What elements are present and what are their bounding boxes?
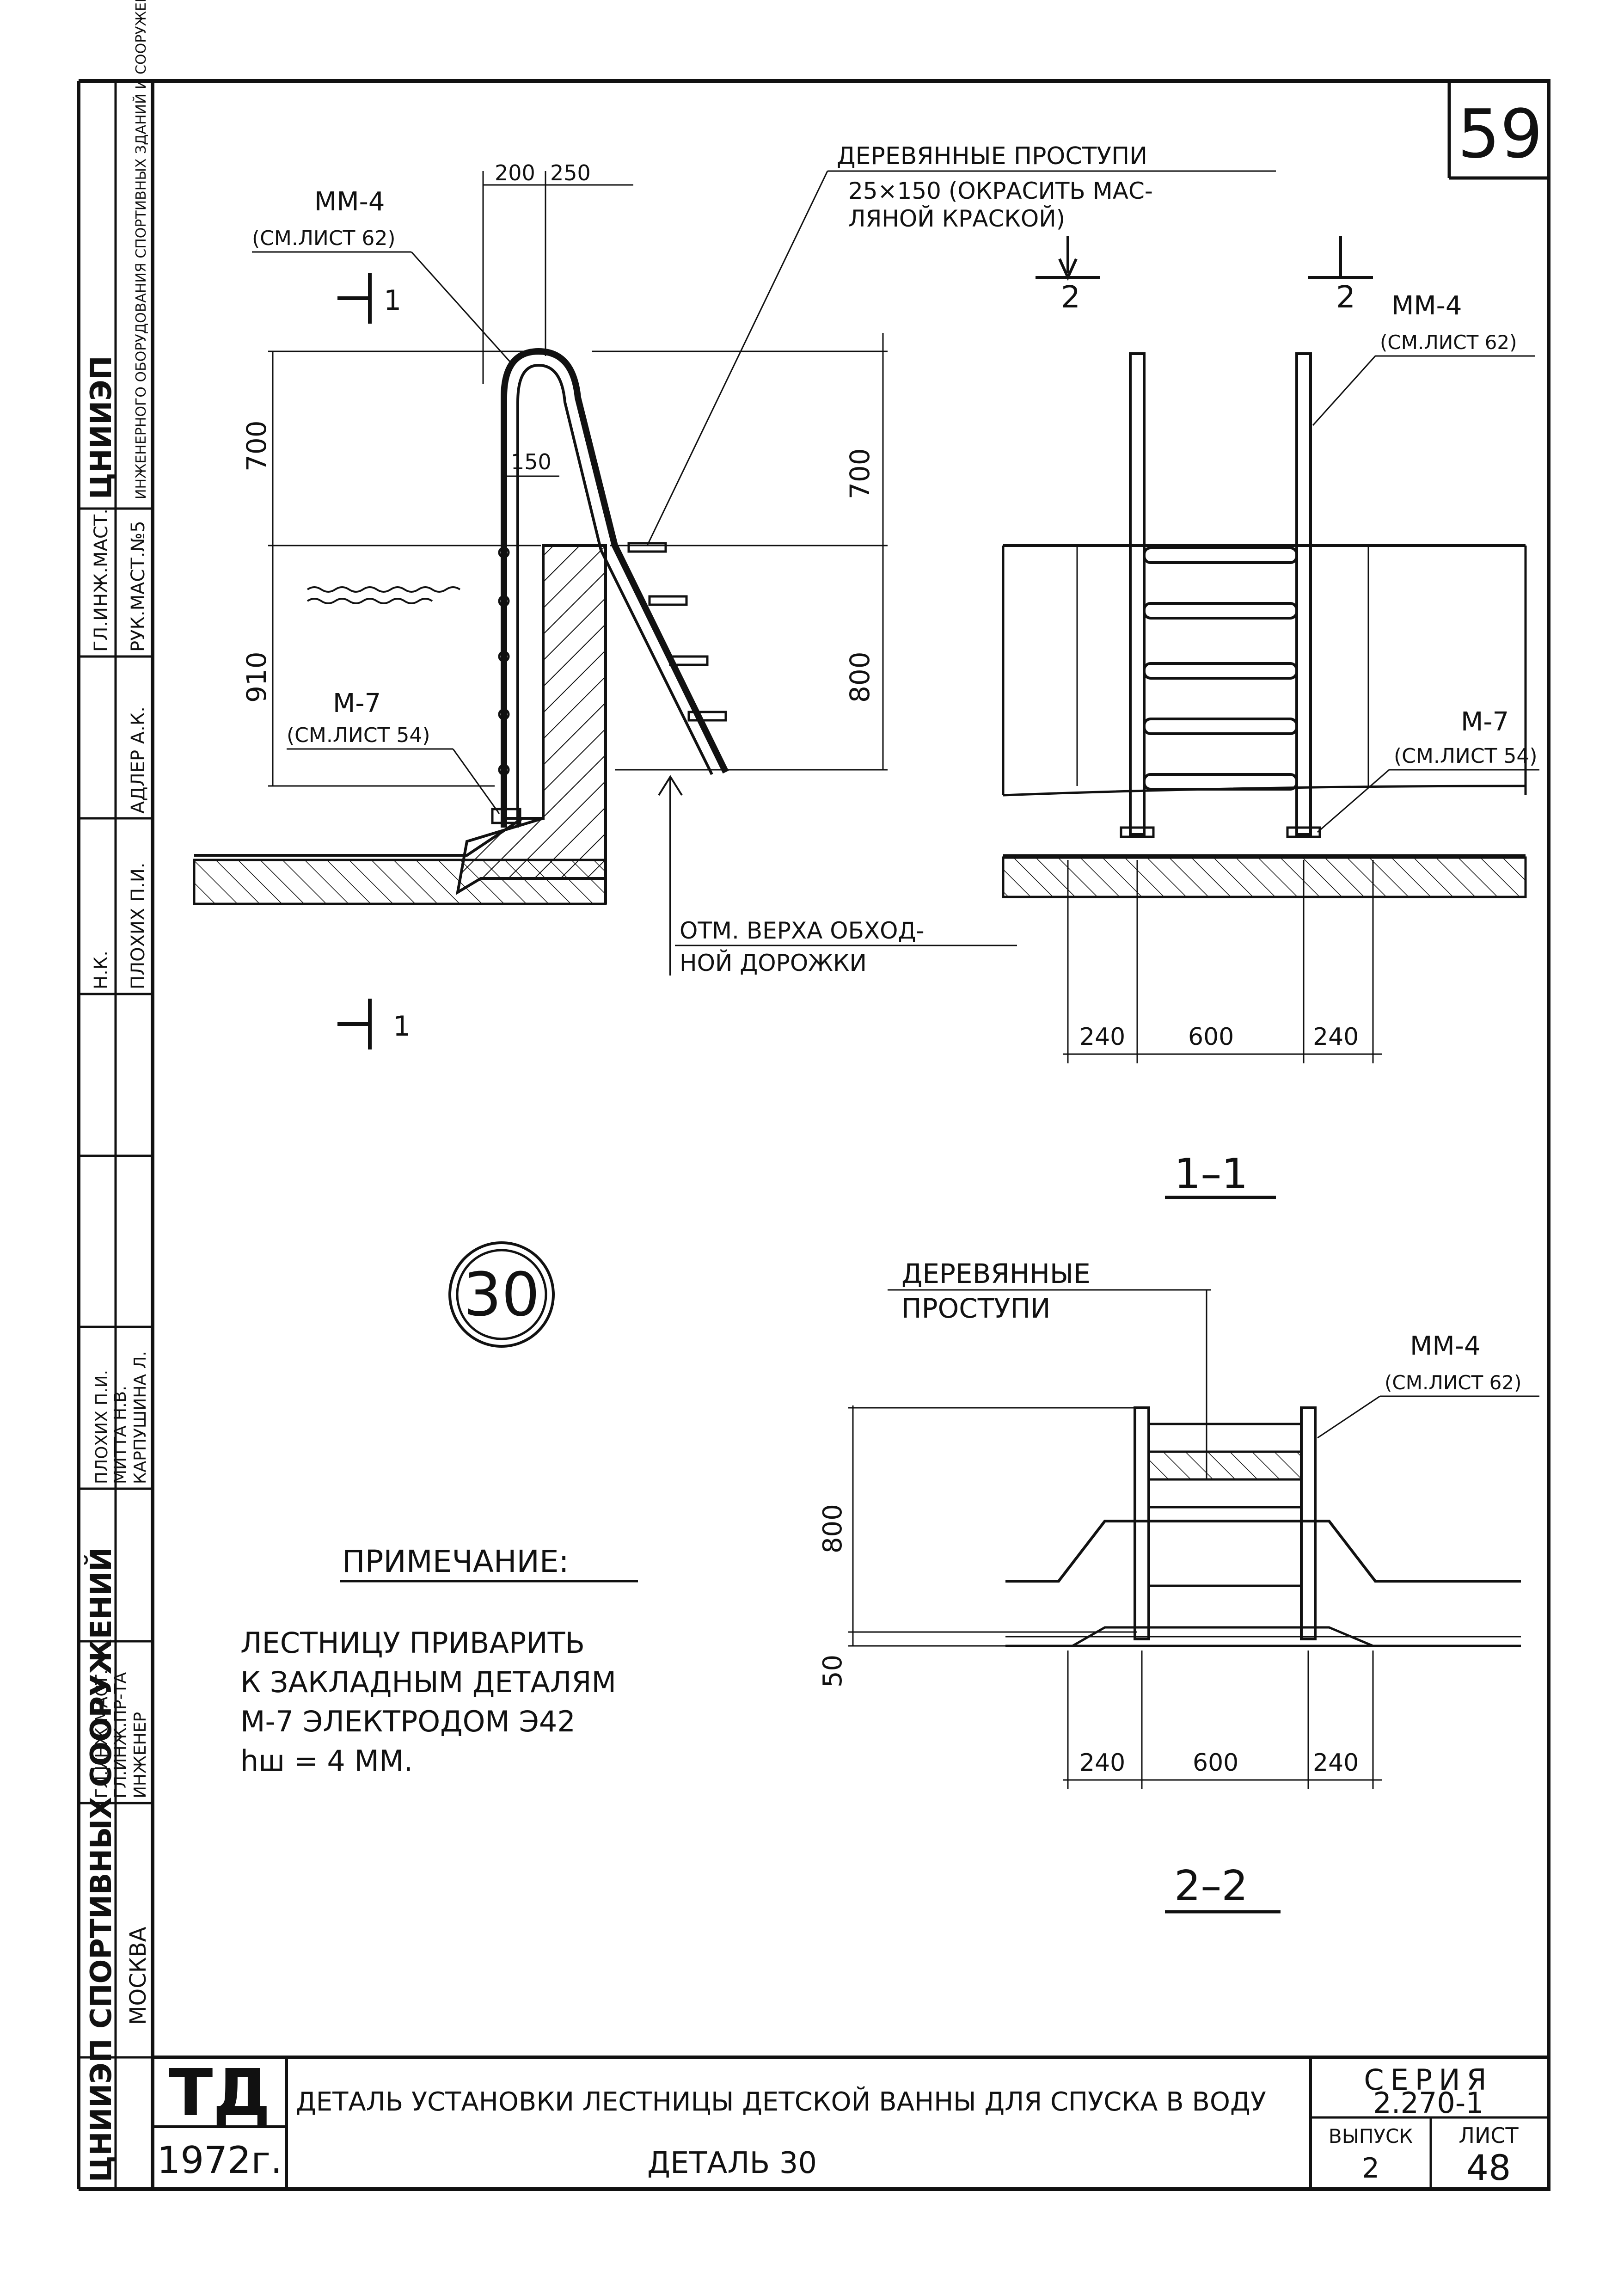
treads-label-line1: ДЕРЕВЯННЫЕ ПРОСТУПИ [837, 142, 1147, 170]
page-number-box: 59 [1447, 81, 1549, 180]
dim-right-700: 700 [844, 448, 876, 499]
side-org-text: ИНЖЕНЕРНОГО ОБОРУДОВАНИЯ СПОРТИВНЫХ ЗДАН… [133, 0, 149, 499]
callout-mm4-1-1-ref: (СМ.ЛИСТ 62) [1380, 331, 1517, 354]
side-row-4-role: ГЛ.ИНЖ.МАСТ. [92, 1669, 111, 1798]
note-line-2: К ЗАКЛАДНЫМ ДЕТАЛЯМ [240, 1665, 616, 1699]
dim-2-2-600: 600 [1193, 1749, 1238, 1777]
dim-1-1-left-240: 240 [1079, 1023, 1125, 1051]
caption-2-2: 2–2 [1174, 1862, 1248, 1910]
issue-number: 2 [1362, 2152, 1379, 2185]
callout-mm4-main-ref: (СМ.ЛИСТ 62) [252, 227, 396, 250]
callout-mm4-2-2-ref: (СМ.ЛИСТ 62) [1385, 1371, 1521, 1394]
sheet-frame [77, 79, 1550, 2191]
stamp-abbr: ТД [169, 2056, 270, 2131]
sheet-subtitle: ДЕТАЛЬ 30 [647, 2146, 817, 2180]
cut-marker-2-right: 2 [1336, 279, 1355, 315]
note-block: ПРИМЕЧАНИЕ: ЛЕСТНИЦУ ПРИВАРИТЬ К ЗАКЛАДН… [240, 1544, 638, 1778]
callout-m7-1-1-ref: (СМ.ЛИСТ 54) [1394, 744, 1538, 768]
dim-2-2-right-240: 240 [1313, 1749, 1359, 1777]
dim-1-1-right-240: 240 [1313, 1023, 1359, 1051]
side-city: МОСКВА [125, 1927, 151, 2025]
series-number: 2.270-1 [1373, 2086, 1483, 2120]
note-heading: ПРИМЕЧАНИЕ: [342, 1544, 569, 1579]
treads-label-line3: ЛЯНОЙ КРАСКОЙ) [848, 205, 1065, 232]
section-main: 200 250 700 910 700 800 150 [193, 142, 1276, 1049]
page-number: 59 [1458, 95, 1543, 173]
note-line-3: М-7 ЭЛЕКТРОДОМ Э42 [240, 1705, 576, 1738]
side-stamp: ЦНИИЭП ИНЖЕНЕРНОГО ОБОРУДОВАНИЯ СПОРТИВН… [79, 0, 153, 2189]
callout-m7-main-ref: (СМ.ЛИСТ 54) [287, 724, 430, 747]
note-line-1: ЛЕСТНИЦУ ПРИВАРИТЬ [240, 1626, 585, 1660]
section-1-1: 2 2 240 600 240 ММ-4 ( [1002, 236, 1539, 1199]
treads-2-2-line2: ПРОСТУПИ [901, 1293, 1051, 1324]
side-row-5-name: МИТТА Н.В. [111, 1386, 130, 1484]
note-line-4: hш = 4 ММ. [240, 1744, 413, 1778]
side-row-6-name: КАРПУШИНА Л. [131, 1351, 150, 1484]
dim-left-700: 700 [241, 420, 272, 472]
issue-label: ВЫПУСК [1329, 2125, 1413, 2148]
side-row-2-name: ПЛОХИХ П.И. [128, 862, 149, 989]
side-row-1-role: ГЛ.ИНЖ.МАСТ. [91, 509, 112, 652]
side-org-bottom: ЦНИИЭП СПОРТИВНЫХ СООРУЖЕНИЙ [84, 1547, 118, 2182]
sheet-title: ДЕТАЛЬ УСТАНОВКИ ЛЕСТНИЦЫ ДЕТСКОЙ ВАННЫ … [296, 2086, 1266, 2117]
side-org-top: ЦНИИЭП [84, 356, 118, 499]
side-row-3-role: АДЛЕР А.К. [128, 706, 149, 814]
dim-right-800: 800 [844, 651, 876, 703]
section-2-2: ДЕРЕВЯННЫЕ ПРОСТУПИ 800 50 240 600 240 [818, 1258, 1539, 1914]
side-row-2-role: Н.К. [91, 951, 112, 989]
cut-marker-top: 1 [384, 284, 401, 317]
stamp-year: 1972г. [157, 2139, 282, 2182]
sheet-number-label: ЛИСТ [1459, 2123, 1519, 2148]
caption-1-1: 1–1 [1174, 1150, 1248, 1198]
walkway-label-line1: ОТМ. ВЕРХА ОБХОД- [680, 917, 925, 944]
callout-m7-main: М-7 [333, 688, 381, 718]
side-row-4-name: ПЛОХИХ П.И. [92, 1370, 111, 1484]
side-row-1-name: РУК.МАСТ.№5 [128, 521, 149, 652]
side-row-6-role: ИНЖЕНЕР [131, 1712, 150, 1798]
dim-2-2-left-240: 240 [1079, 1749, 1125, 1777]
dim-top-250: 250 [550, 160, 591, 185]
cut-marker-2-left: 2 [1061, 279, 1080, 315]
treads-label-line2: 25×150 (ОКРАСИТЬ МАС- [848, 178, 1153, 204]
callout-mm4-main: ММ-4 [314, 187, 385, 217]
dim-left-910: 910 [241, 651, 272, 703]
treads-2-2-line1: ДЕРЕВЯННЫЕ [901, 1258, 1091, 1289]
callout-m7-1-1: М-7 [1461, 707, 1509, 737]
detail-marker: 30 [448, 1241, 555, 1348]
title-block: ТД 1972г. ДЕТАЛЬ УСТАНОВКИ ЛЕСТНИЦЫ ДЕТС… [153, 2056, 1549, 2189]
dim-2-2-50: 50 [818, 1655, 848, 1688]
dim-top-200: 200 [495, 160, 535, 185]
callout-mm4-1-1: ММ-4 [1391, 291, 1462, 321]
dim-2-2-800: 800 [818, 1504, 848, 1553]
side-row-5-role: ГЛ.ИНЖ.ПР-ТА [111, 1672, 130, 1798]
detail-number: 30 [463, 1259, 539, 1330]
callout-mm4-2-2: ММ-4 [1410, 1331, 1480, 1361]
dim-1-1-600: 600 [1188, 1023, 1234, 1051]
walkway-label-line2: НОЙ ДОРОЖКИ [680, 949, 867, 976]
cut-marker-bottom: 1 [393, 1010, 411, 1043]
series-label: СЕРИЯ [1364, 2063, 1493, 2097]
sheet-number: 48 [1466, 2147, 1511, 2188]
